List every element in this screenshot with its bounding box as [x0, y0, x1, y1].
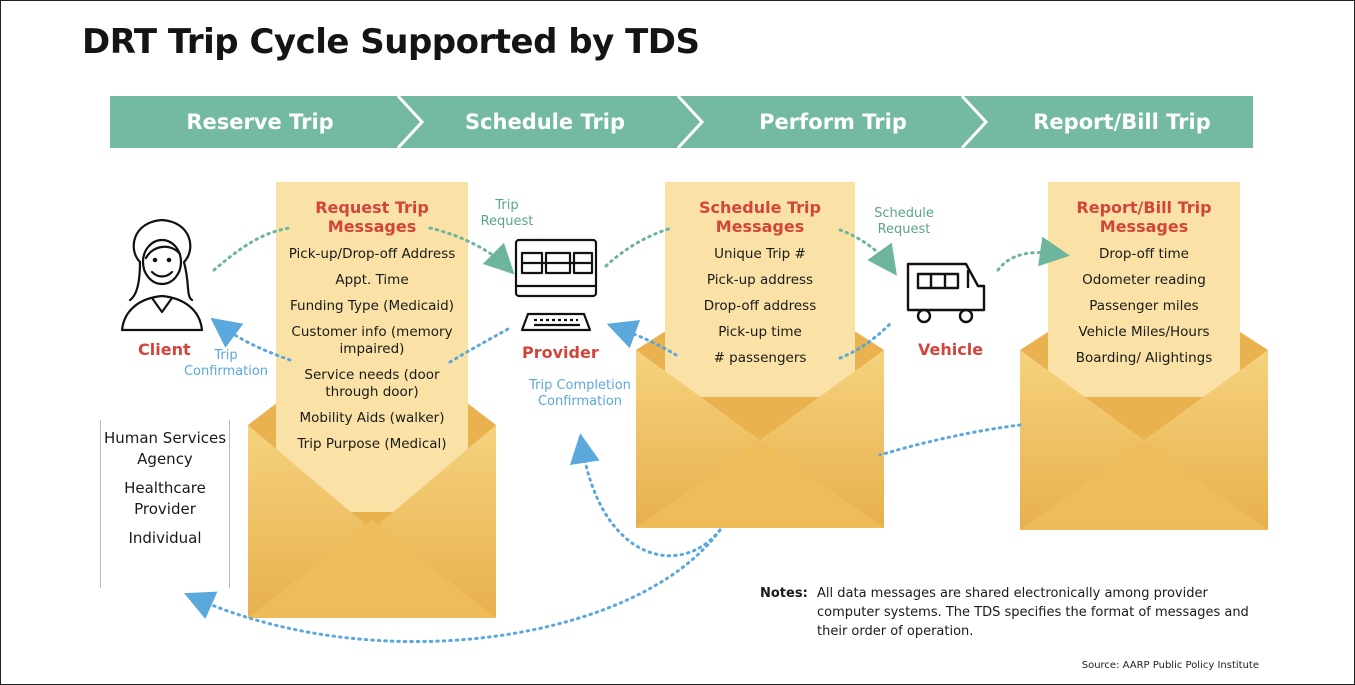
- client-types-list: Human Services Agency Healthcare Provide…: [100, 420, 230, 588]
- trip-completion-confirmation-label: Trip Completion Confirmation: [529, 378, 631, 409]
- message-item: Passenger miles: [1089, 298, 1199, 314]
- phase-report-bill-trip: Report/Bill Trip: [1033, 110, 1211, 134]
- arrow-vehicle-to-schedule: [838, 320, 894, 360]
- flow-arrows: [184, 226, 1070, 644]
- message-item: Vehicle Miles/Hours: [1078, 324, 1210, 340]
- arrow-trip-confirmation: [210, 317, 292, 362]
- message-item: Funding Type (Medicaid): [290, 298, 454, 314]
- client-label: Client: [138, 340, 191, 359]
- letter-paper: [1048, 182, 1240, 397]
- request-trip-messages: Request Trip Messages Pick-up/Drop-off A…: [276, 198, 468, 462]
- schedule-messages-heading: Schedule Trip Messages: [699, 198, 821, 236]
- arrow-provider-confirm-line: [448, 326, 512, 364]
- message-item: Customer info (memory impaired): [291, 324, 453, 357]
- report-messages-heading: Report/Bill Trip Messages: [1076, 198, 1212, 236]
- phase-band: [110, 94, 1253, 150]
- message-item: Boarding/ Alightings: [1075, 350, 1213, 366]
- message-item: Odometer reading: [1082, 272, 1206, 288]
- trip-request-label: Trip Request: [480, 198, 534, 229]
- phase-schedule-trip: Schedule Trip: [464, 110, 626, 134]
- arrow-trip-completion: [569, 433, 722, 558]
- page-title: DRT Trip Cycle Supported by TDS: [82, 22, 700, 62]
- message-item: Mobility Aids (walker): [299, 410, 445, 426]
- request-messages-heading: Request Trip Messages: [315, 198, 429, 236]
- arrow-vehicle-to-report: [996, 236, 1070, 272]
- phase-reserve-trip: Reserve Trip: [186, 110, 334, 134]
- client-type: Individual: [128, 529, 202, 547]
- arrow-provider-to-schedule: [604, 226, 674, 268]
- schedule-request-label: Schedule Request: [874, 206, 934, 237]
- client-type: Human Services Agency: [103, 429, 227, 468]
- computer-icon: [514, 238, 598, 332]
- arrow-schedule-request: [838, 228, 897, 276]
- person-icon: [120, 218, 204, 332]
- client-type: Healthcare Provider: [124, 479, 206, 518]
- trip-confirmation-label: Trip Confirmation: [183, 348, 269, 379]
- arrow-client-to-request: [212, 226, 292, 272]
- message-item: Trip Purpose (Medical): [297, 436, 447, 452]
- message-item: Unique Trip #: [714, 246, 806, 262]
- arrow-trip-request: [428, 226, 515, 275]
- message-item: Service needs (door through door): [304, 367, 440, 400]
- message-item: Pick-up address: [706, 272, 814, 288]
- phase-divider: [396, 94, 425, 150]
- phase-divider: [676, 94, 705, 150]
- phase-divider: [960, 94, 989, 150]
- envelope-schedule: [636, 182, 884, 528]
- message-item: Pick-up/Drop-off Address: [288, 246, 456, 262]
- notes-text: All data messages are shared electronica…: [817, 586, 1249, 639]
- arrow-report-to-completion: [878, 423, 1022, 457]
- provider-label: Provider: [522, 343, 599, 362]
- letter-paper: [665, 182, 855, 397]
- bus-icon: [906, 262, 986, 324]
- message-item: Drop-off address: [703, 298, 817, 314]
- phase-perform-trip: Perform Trip: [759, 110, 907, 134]
- schedule-trip-messages: Schedule Trip Messages Unique Trip # Pic…: [665, 198, 855, 376]
- phase-band-bar: [110, 96, 1253, 148]
- notes: Notes: All data messages are shared elec…: [760, 584, 1250, 641]
- message-item: Drop-off time: [1099, 246, 1189, 262]
- envelope-report: [1020, 182, 1268, 530]
- source-credit: Source: AARP Public Policy Institute: [1081, 660, 1259, 671]
- arrow-to-client-types: [184, 528, 722, 644]
- report-bill-trip-messages: Report/Bill Trip Messages Drop-off time …: [1048, 198, 1240, 376]
- message-item: Pick-up time: [718, 324, 802, 340]
- envelope-request: [248, 182, 496, 618]
- message-item: # passengers: [713, 350, 807, 366]
- letter-paper: [276, 182, 468, 512]
- envelope-front: [636, 350, 884, 528]
- arrow-schedule-to-provider: [606, 320, 678, 357]
- message-item: Appt. Time: [335, 272, 409, 288]
- notes-label: Notes:: [760, 586, 808, 601]
- vehicle-label: Vehicle: [918, 340, 984, 359]
